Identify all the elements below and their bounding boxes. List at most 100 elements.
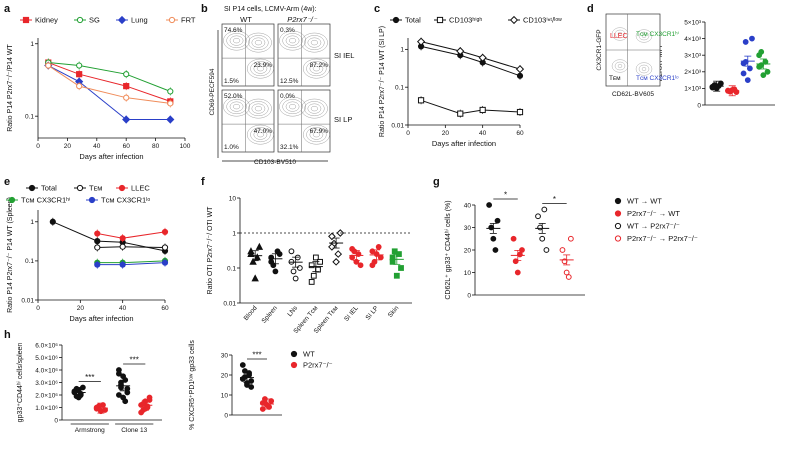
flow-contour: [229, 35, 244, 46]
y-tick-label: 0.1: [25, 113, 34, 120]
panel-letter-a: a: [4, 3, 11, 15]
y-tick-label: 5.0×10⁶: [35, 355, 58, 362]
x-tick-label: 20: [442, 130, 450, 137]
flow-contour: [309, 129, 324, 140]
legend-label: Kidney: [35, 15, 58, 24]
flow-contour: [611, 59, 629, 73]
flow-quadrant-value: 1.5%: [224, 78, 239, 85]
flow-contour: [253, 63, 268, 74]
data-point: [161, 228, 169, 236]
data-point: [268, 398, 275, 404]
flow-col-label: WT: [240, 15, 252, 24]
flow-quadrant-value: 0.3%: [280, 27, 295, 34]
y-tick-label: 4.0×10⁶: [35, 367, 58, 374]
data-point: [510, 235, 517, 242]
legend-label: Total: [41, 183, 57, 192]
flow-contour: [310, 39, 318, 46]
flow-contour: [611, 27, 629, 41]
y-tick-label: 6.0×10⁶: [35, 342, 58, 349]
data-point: [123, 71, 130, 78]
flow-row-label: SI IEL: [334, 51, 354, 60]
y-axis-label: gp33⁺CD44ʰⁱ cells/spleen: [16, 343, 24, 423]
legend-marker: [8, 196, 16, 204]
y-tick-label: 1: [400, 47, 404, 54]
y-tick-label: 10: [229, 195, 237, 202]
data-point: [559, 247, 566, 253]
flow-contour: [233, 103, 241, 110]
y-tick-label: 0.1: [25, 258, 34, 265]
y-tick-label: 1: [232, 230, 236, 237]
y-axis-label: % CXCR5⁺PD1ˡᵒʷ gp33 cells: [189, 340, 196, 430]
data-point: [742, 39, 749, 45]
flow-contour: [244, 32, 272, 53]
flow-contour: [256, 66, 264, 72]
flow-contour: [310, 105, 318, 112]
legend-marker: [88, 196, 96, 204]
y-tick-label: 10: [221, 392, 229, 399]
data-point: [328, 243, 336, 251]
data-point: [494, 217, 501, 224]
flow-title: SI P14 cells, LCMV-Arm (4w):: [224, 6, 317, 13]
data-point: [756, 52, 763, 59]
flow-contour: [614, 61, 626, 71]
y-tick-label: 30: [464, 225, 472, 232]
x-axis-label: Days after infection: [69, 314, 133, 323]
data-point: [488, 224, 495, 231]
y-tick-label: 2.0×10⁶: [35, 392, 58, 399]
y-tick-label: 0: [697, 102, 701, 109]
x-tick-label: 40: [479, 130, 487, 137]
data-point: [161, 244, 169, 251]
data-point: [514, 269, 521, 276]
flow-row-label: SI LP: [334, 115, 352, 124]
data-point: [567, 235, 574, 242]
data-point: [543, 247, 550, 253]
significance-label: ***: [85, 373, 94, 382]
x-tick-label: 60: [161, 305, 169, 312]
series-line: [48, 62, 171, 102]
chart-h1: 01.0×10⁶2.0×10⁶3.0×10⁶4.0×10⁶5.0×10⁶6.0×…: [16, 342, 162, 434]
flow-contour: [251, 103, 266, 114]
flow-contour: [244, 98, 272, 119]
flow-contour: [309, 63, 324, 74]
legend-label: SG: [89, 15, 100, 24]
flow-col-label: P2rx7⁻/⁻: [287, 15, 318, 24]
data-point: [310, 272, 317, 279]
flow-quadrant-value: 23.9%: [254, 62, 273, 69]
flow-contour: [617, 32, 623, 36]
y-tick-label: 1: [30, 41, 34, 48]
flow-contour: [223, 96, 250, 117]
significance-label: ***: [130, 356, 139, 365]
y-axis-label: P2RX7 MFI: [657, 45, 664, 81]
data-point: [94, 261, 101, 268]
category-label: Spleen: [261, 304, 280, 324]
flow-contour: [250, 61, 271, 77]
data-point: [535, 213, 541, 220]
data-point: [541, 206, 548, 213]
y-tick-label: 1.0×10⁶: [35, 405, 58, 412]
data-point: [478, 53, 487, 62]
category-label: SI LP: [365, 305, 381, 322]
panel-letter-f: f: [201, 176, 205, 188]
flow-contour: [282, 33, 303, 48]
y-tick-label: 0.01: [21, 297, 34, 304]
data-point: [272, 268, 279, 275]
data-point: [296, 265, 303, 271]
legend-marker: [117, 15, 127, 25]
legend-label: WT: [303, 349, 315, 358]
data-point: [486, 202, 493, 208]
legend-marker: [118, 184, 126, 192]
data-point: [94, 244, 101, 251]
x-tick-label: 100: [180, 143, 191, 150]
data-point: [120, 394, 127, 401]
data-point: [565, 274, 572, 280]
flow-contour: [302, 58, 330, 79]
data-point: [251, 274, 259, 282]
legend-label: WT → P2rx7⁻/⁻: [627, 221, 680, 230]
flow-quadrant-value: 47.0%: [254, 128, 273, 135]
flow-contour: [250, 127, 271, 143]
data-point: [308, 262, 315, 269]
data-point: [334, 250, 343, 258]
data-point: [516, 72, 524, 79]
data-point: [389, 254, 396, 261]
